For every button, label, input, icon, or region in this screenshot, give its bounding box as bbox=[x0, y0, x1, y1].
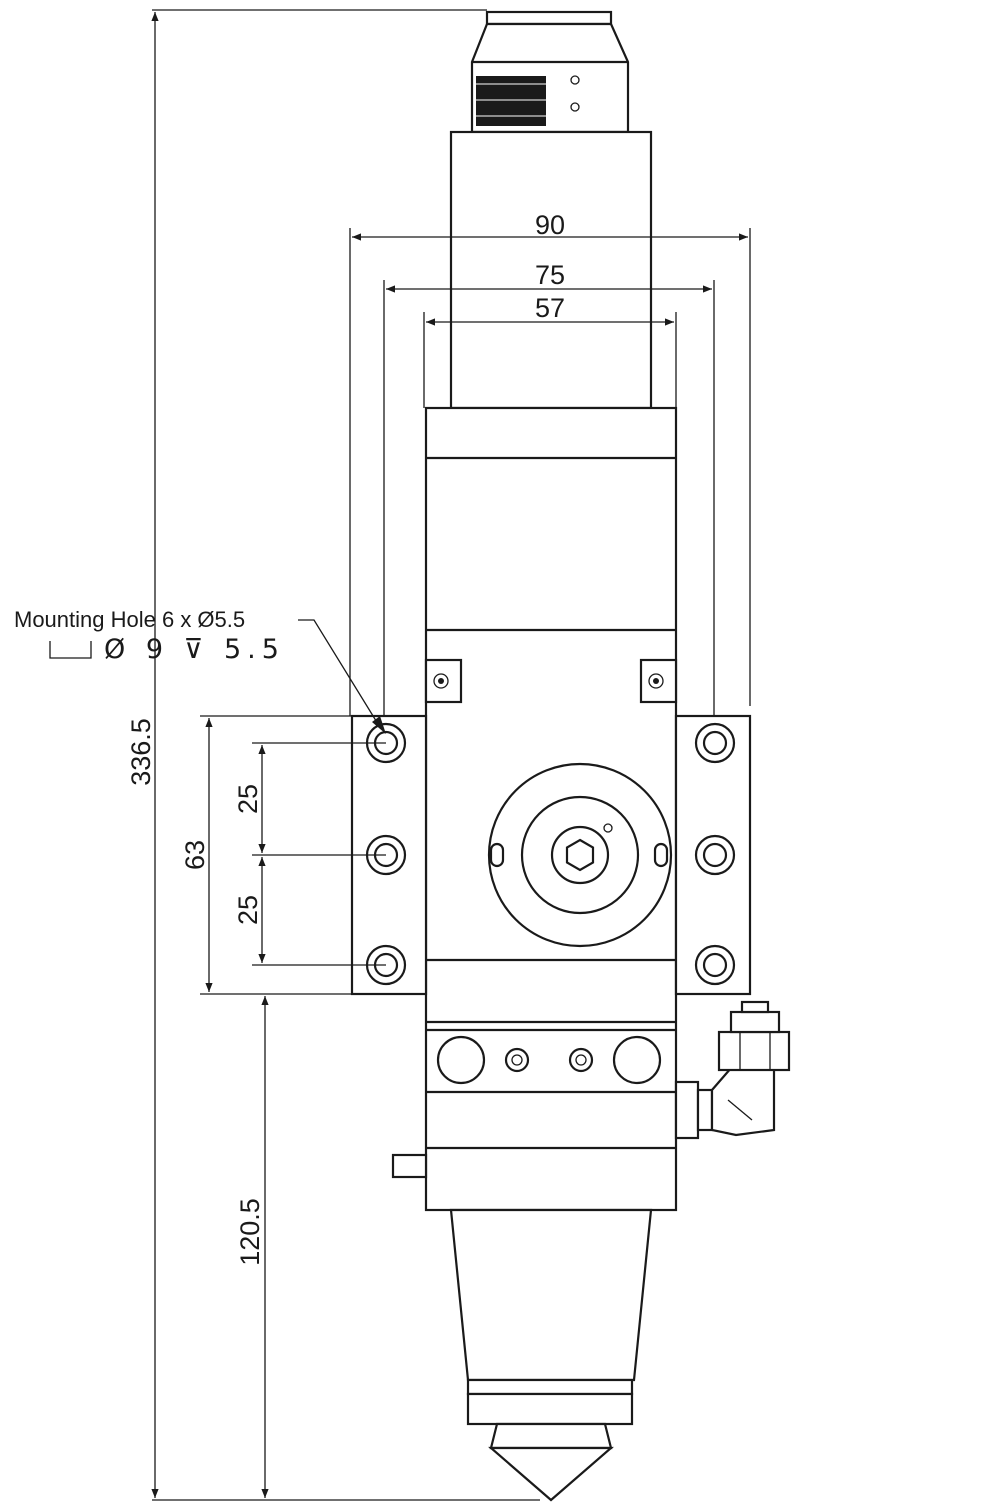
dimension-lines bbox=[151, 12, 748, 1498]
dim-hole-span: 63 bbox=[180, 840, 210, 870]
extension-lines bbox=[152, 9, 751, 1501]
top-connector bbox=[470, 10, 630, 134]
dim-pitch-top: 25 bbox=[233, 784, 263, 814]
hex-socket-icon bbox=[565, 838, 595, 872]
dim-width-90: 90 bbox=[535, 210, 565, 240]
dim-width-75: 75 bbox=[535, 260, 565, 290]
lock-screw-left bbox=[424, 658, 463, 704]
dim-pitch-bottom: 25 bbox=[233, 895, 263, 925]
mounting-hole bbox=[694, 944, 736, 986]
counterbore-icon bbox=[49, 641, 92, 659]
port-panel bbox=[436, 1035, 662, 1085]
gas-fitting bbox=[674, 1000, 791, 1140]
nozzle-assembly bbox=[449, 1208, 653, 1502]
dim-overall-height: 336.5 bbox=[126, 718, 156, 786]
mounting-hole bbox=[694, 834, 736, 876]
side-pin bbox=[391, 1153, 428, 1179]
focus-dial bbox=[487, 762, 673, 948]
mounting-holes bbox=[365, 722, 736, 986]
dim-width-57: 57 bbox=[535, 293, 565, 323]
mounting-hole-note: Mounting Hole 6 x Ø5.5 bbox=[14, 607, 245, 632]
counterbore-spec: Ø 9 ⊽ 5.5 bbox=[104, 634, 285, 665]
mounting-hole-callout: Mounting Hole 6 x Ø5.5 Ø 9 ⊽ 5.5 bbox=[14, 607, 386, 734]
mounting-hole bbox=[694, 722, 736, 764]
right-flange bbox=[674, 714, 752, 996]
arrowhead-icon bbox=[372, 716, 386, 734]
lock-screw-right bbox=[639, 658, 678, 704]
dim-lower-height: 120.5 bbox=[235, 1198, 265, 1266]
main-body bbox=[424, 406, 678, 1212]
